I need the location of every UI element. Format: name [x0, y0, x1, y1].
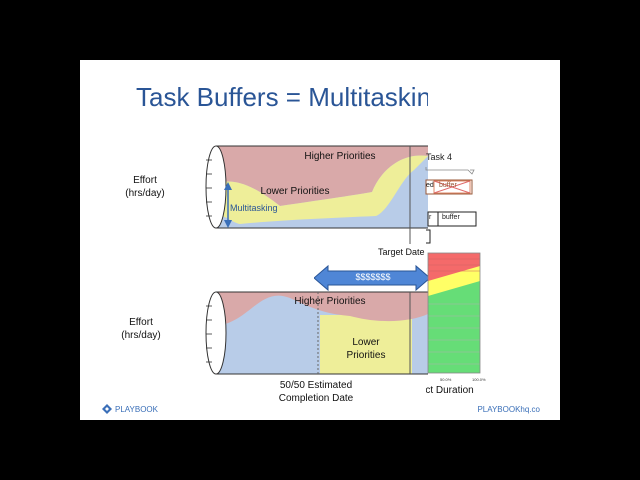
bottom-chart: [205, 291, 428, 375]
cost-arrow-shape: [314, 264, 430, 292]
multitasking-label: Multitasking: [230, 203, 278, 213]
buffer-panel: [425, 167, 477, 244]
top-lower-area: [216, 155, 428, 224]
bottom-lower-line1: Lower: [352, 337, 380, 348]
row2-cell-b-label: buffer: [442, 214, 460, 221]
red-grid: [428, 258, 480, 272]
target-date-label: Target Date: [378, 247, 425, 257]
bottom-higher-label: Higher Priorities: [294, 296, 366, 307]
row2-cell: [427, 211, 477, 227]
duration-tick-left: 50.0%: [440, 377, 452, 382]
row2-cell-a-label: r: [429, 214, 432, 221]
task-brace: [425, 167, 475, 175]
top-chart: [205, 145, 428, 244]
red-zone: [428, 253, 480, 281]
slide-title: Task Buffers = Multitasking: [136, 82, 428, 112]
estimate-line2: Completion Date: [278, 393, 354, 404]
duration-axis-label: Project Duration: [426, 385, 474, 396]
row2-bracket: [426, 229, 431, 244]
bottom-lower-line2: Priorities: [346, 350, 386, 361]
bottom-effort-line2: (hrs/day): [121, 330, 161, 341]
footer-logo: PLAYBOOK: [102, 404, 158, 414]
footer-url[interactable]: PLAYBOOKhq.co: [477, 405, 540, 414]
task-label: Task 4: [426, 152, 453, 162]
estimate-label: 50/50 Estimated Completion Date: [256, 379, 376, 405]
duration-axis-clip: Project Duration: [426, 385, 556, 399]
row1-cell-b-label: buffer: [439, 182, 457, 189]
row1-cell-a-label: ed: [426, 182, 434, 189]
green-grid: [428, 303, 480, 365]
duration-panel: [427, 252, 481, 374]
playbook-logo-icon: [102, 404, 112, 414]
cost-arrow-label: $$$$$$$: [355, 272, 391, 282]
top-chart-ticks: [206, 159, 212, 217]
bottom-chart-ticks: [206, 305, 212, 363]
top-higher-area: [216, 146, 428, 206]
multitasking-arrowhead-up: [224, 182, 232, 190]
duration-frame: [427, 252, 481, 374]
slide: Task Buffers = Multitasking Effort (hrs/…: [80, 60, 560, 420]
bottom-higher-area: [216, 292, 428, 326]
multitasking-arrowhead-down: [224, 220, 232, 228]
footer-logo-text: PLAYBOOK: [115, 404, 158, 414]
cost-arrow: [314, 264, 430, 292]
bottom-lower-label: Lower Priorities: [330, 336, 402, 362]
top-higher-label: Higher Priorities: [304, 151, 376, 162]
bottom-effort-line1: Effort: [129, 317, 153, 328]
estimate-line1: 50/50 Estimated: [279, 380, 353, 391]
top-effort-line1: Effort: [133, 175, 157, 186]
row1-strike-2: [433, 180, 471, 194]
top-effort-line2: (hrs/day): [125, 188, 165, 199]
bottom-lower-area: [320, 315, 412, 374]
duration-tick-right: 100.0%: [472, 377, 486, 382]
top-lower-label: Lower Priorities: [260, 186, 330, 197]
top-effort-label: Effort (hrs/day): [110, 174, 180, 200]
bottom-effort-label: Effort (hrs/day): [106, 316, 176, 342]
